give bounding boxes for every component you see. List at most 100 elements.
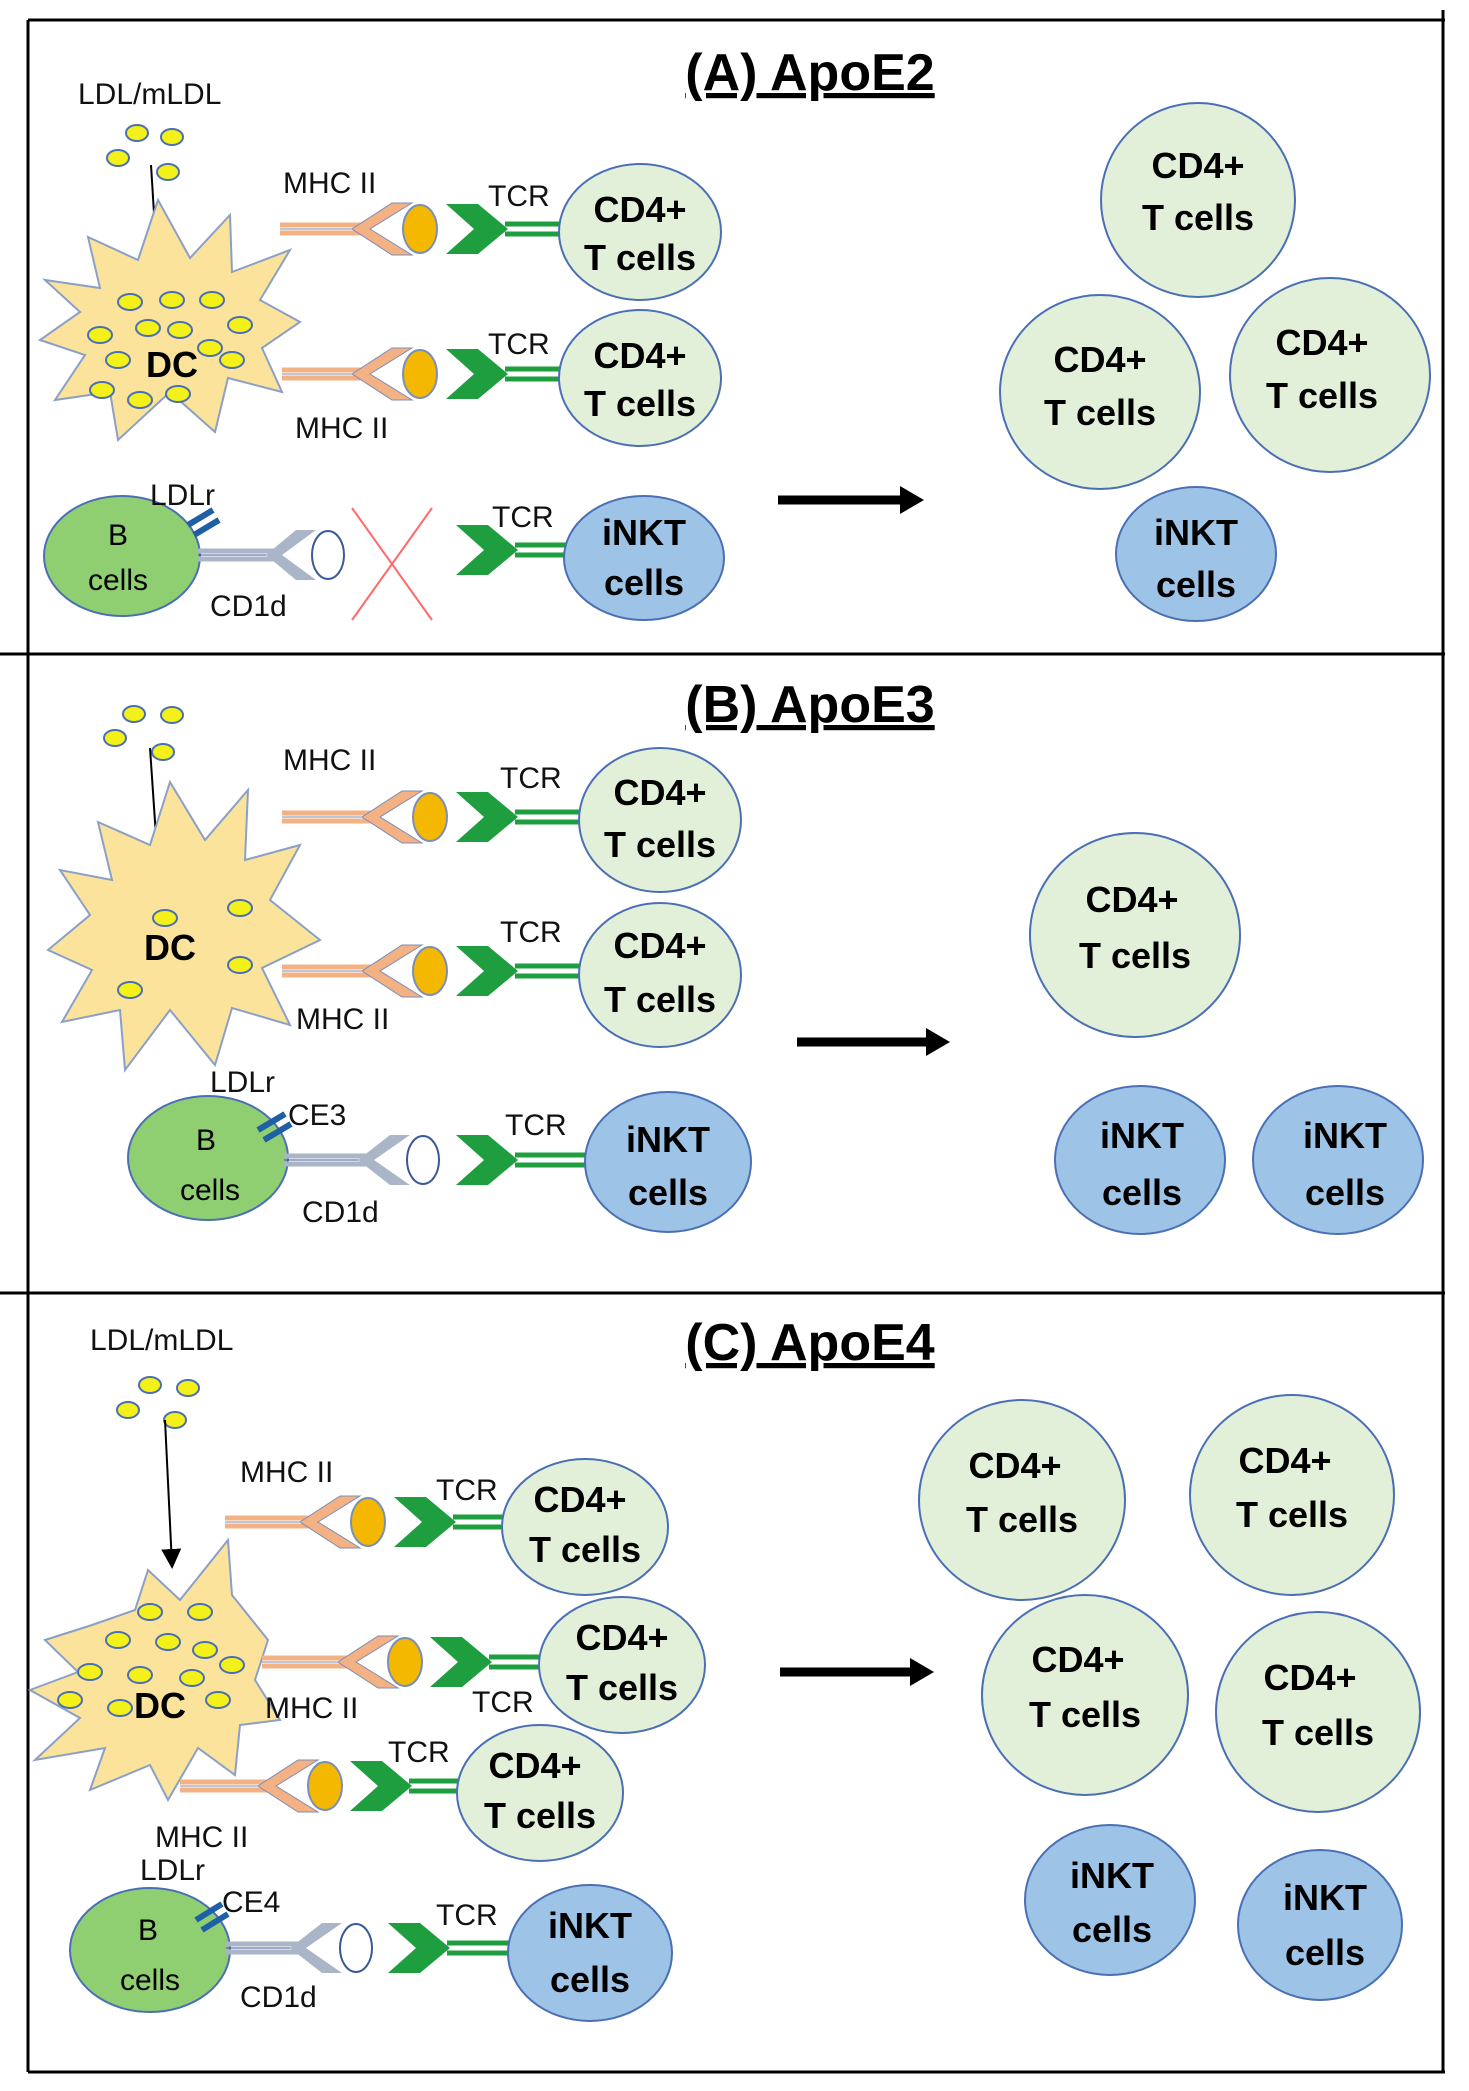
svg-text:CD4+: CD4+ bbox=[613, 925, 706, 966]
result-arrow bbox=[778, 486, 924, 514]
result-arrow bbox=[797, 1028, 950, 1056]
ldlr-label: LDLr bbox=[140, 1854, 205, 1887]
svg-text:iNKT: iNKT bbox=[1154, 512, 1238, 553]
svg-text:cells: cells bbox=[604, 562, 684, 603]
cd1d-complex bbox=[226, 1923, 373, 1973]
tcr-label: TCR bbox=[500, 916, 562, 949]
svg-text:cells: cells bbox=[1102, 1172, 1182, 1213]
ldl-label: LDL/mLDL bbox=[78, 78, 221, 111]
cd1d-label: CD1d bbox=[210, 590, 287, 623]
b-cell: B cells bbox=[127, 1095, 289, 1221]
mhc-label: MHC II bbox=[265, 1692, 358, 1725]
dc-label: DC bbox=[146, 344, 198, 385]
cd4-t-cell: CD4+ T cells bbox=[558, 309, 722, 447]
svg-text:T cells: T cells bbox=[1266, 375, 1378, 416]
tcr-label: TCR bbox=[436, 1899, 498, 1932]
svg-text:CD4+: CD4+ bbox=[1031, 1639, 1124, 1680]
svg-text:B: B bbox=[196, 1124, 216, 1157]
svg-text:T cells: T cells bbox=[1262, 1712, 1374, 1753]
svg-text:iNKT: iNKT bbox=[1283, 1877, 1367, 1918]
svg-text:CD4+: CD4+ bbox=[968, 1445, 1061, 1486]
svg-text:CD4+: CD4+ bbox=[1263, 1657, 1356, 1698]
ce-label: CE4 bbox=[222, 1886, 280, 1919]
outcome-cd4-t-cell: CD4+ T cells bbox=[999, 294, 1201, 490]
svg-text:iNKT: iNKT bbox=[548, 1905, 632, 1946]
ldl-receptor bbox=[186, 507, 221, 538]
mhc-tcr-complex-2 bbox=[282, 944, 585, 998]
tcr-label: TCR bbox=[500, 762, 562, 795]
svg-text:T cells: T cells bbox=[1044, 392, 1156, 433]
tcr-label: TCR bbox=[388, 1736, 450, 1769]
svg-text:cells: cells bbox=[1156, 564, 1236, 605]
tcr-complex-4 bbox=[388, 1923, 515, 1973]
svg-text:T cells: T cells bbox=[1236, 1494, 1348, 1535]
ce-label: CE3 bbox=[288, 1099, 346, 1132]
svg-text:cells: cells bbox=[550, 1959, 630, 2000]
tcr-label: TCR bbox=[488, 180, 550, 213]
cd1d-label: CD1d bbox=[240, 1981, 317, 2014]
svg-text:cells: cells bbox=[180, 1174, 240, 1207]
svg-text:T cells: T cells bbox=[566, 1667, 678, 1708]
svg-text:T cells: T cells bbox=[1029, 1694, 1141, 1735]
svg-text:CD4+: CD4+ bbox=[488, 1745, 581, 1786]
outcome-inkt-cell: iNKT cells bbox=[1237, 1849, 1403, 2001]
svg-text:CD4+: CD4+ bbox=[1085, 879, 1178, 920]
svg-text:B: B bbox=[138, 1914, 158, 1947]
svg-text:cells: cells bbox=[88, 564, 148, 597]
outcome-inkt-cell: iNKT cells bbox=[1024, 1824, 1196, 1976]
svg-text:iNKT: iNKT bbox=[602, 512, 686, 553]
svg-text:T cells: T cells bbox=[1079, 935, 1191, 976]
panel-apoe2: (A) ApoE2 LDL/mLDL bbox=[37, 44, 1431, 623]
blocked-cross bbox=[351, 507, 433, 621]
mhc-label: MHC II bbox=[155, 1821, 248, 1854]
outcome-cd4-t-cell: CD4+ T cells bbox=[1100, 102, 1296, 298]
outcome-cd4-t-cell: CD4+ T cells bbox=[1189, 1394, 1395, 1596]
dendritic-cell: DC bbox=[46, 779, 322, 1073]
cd1d-complex bbox=[198, 530, 345, 580]
ldl-receptor bbox=[194, 1901, 230, 1933]
ldl-label: LDL/mLDL bbox=[90, 1324, 233, 1357]
svg-text:CD4+: CD4+ bbox=[575, 1617, 668, 1658]
panel-title: (C) ApoE4 bbox=[685, 1314, 934, 1372]
mhc-label: MHC II bbox=[240, 1456, 333, 1489]
svg-text:T cells: T cells bbox=[604, 979, 716, 1020]
svg-text:T cells: T cells bbox=[529, 1529, 641, 1570]
svg-text:T cells: T cells bbox=[966, 1499, 1078, 1540]
mhc-label: MHC II bbox=[283, 744, 376, 777]
cd4-t-cell: CD4+ T cells bbox=[538, 1596, 706, 1734]
mhc-label: MHC II bbox=[295, 412, 388, 445]
svg-text:CD4+: CD4+ bbox=[1238, 1440, 1331, 1481]
svg-text:T cells: T cells bbox=[584, 237, 696, 278]
cd1d-complex bbox=[284, 1135, 440, 1185]
tcr-complex-3 bbox=[456, 1135, 585, 1185]
outcome-cd4-t-cell: CD4+ T cells bbox=[918, 1399, 1126, 1601]
ldl-particles bbox=[106, 124, 184, 181]
b-cell: B cells bbox=[43, 495, 201, 617]
uptake-arrow bbox=[161, 1419, 182, 1569]
svg-text:cells: cells bbox=[1072, 1909, 1152, 1950]
ldl-receptor bbox=[256, 1111, 293, 1143]
dendritic-cell: DC bbox=[27, 1537, 282, 1803]
svg-text:CD4+: CD4+ bbox=[613, 772, 706, 813]
svg-text:iNKT: iNKT bbox=[1070, 1855, 1154, 1896]
panel-title: (A) ApoE2 bbox=[685, 44, 934, 102]
svg-text:T cells: T cells bbox=[584, 383, 696, 424]
mhc-tcr-complex-3 bbox=[180, 1759, 468, 1813]
svg-text:iNKT: iNKT bbox=[626, 1119, 710, 1160]
cd4-t-cell: CD4+ T cells bbox=[578, 747, 742, 893]
tcr-label: TCR bbox=[436, 1474, 498, 1507]
outcome-cd4-t-cell: CD4+ T cells bbox=[1215, 1611, 1421, 1813]
svg-text:CD4+: CD4+ bbox=[1275, 322, 1368, 363]
panel-apoe3: (B) ApoE3 DC bbox=[46, 676, 1424, 1235]
svg-text:CD4+: CD4+ bbox=[593, 335, 686, 376]
svg-text:cells: cells bbox=[1305, 1172, 1385, 1213]
ldl-particles bbox=[103, 705, 184, 761]
svg-text:cells: cells bbox=[1285, 1932, 1365, 1973]
svg-text:iNKT: iNKT bbox=[1100, 1115, 1184, 1156]
tcr-label: TCR bbox=[492, 501, 554, 534]
tcr-label: TCR bbox=[505, 1109, 567, 1142]
outcome-cd4-t-cell: CD4+ T cells bbox=[1229, 277, 1431, 473]
ldlr-label: LDLr bbox=[150, 479, 215, 512]
dc-label: DC bbox=[134, 1685, 186, 1726]
mhc-tcr-complex-1 bbox=[282, 790, 585, 844]
